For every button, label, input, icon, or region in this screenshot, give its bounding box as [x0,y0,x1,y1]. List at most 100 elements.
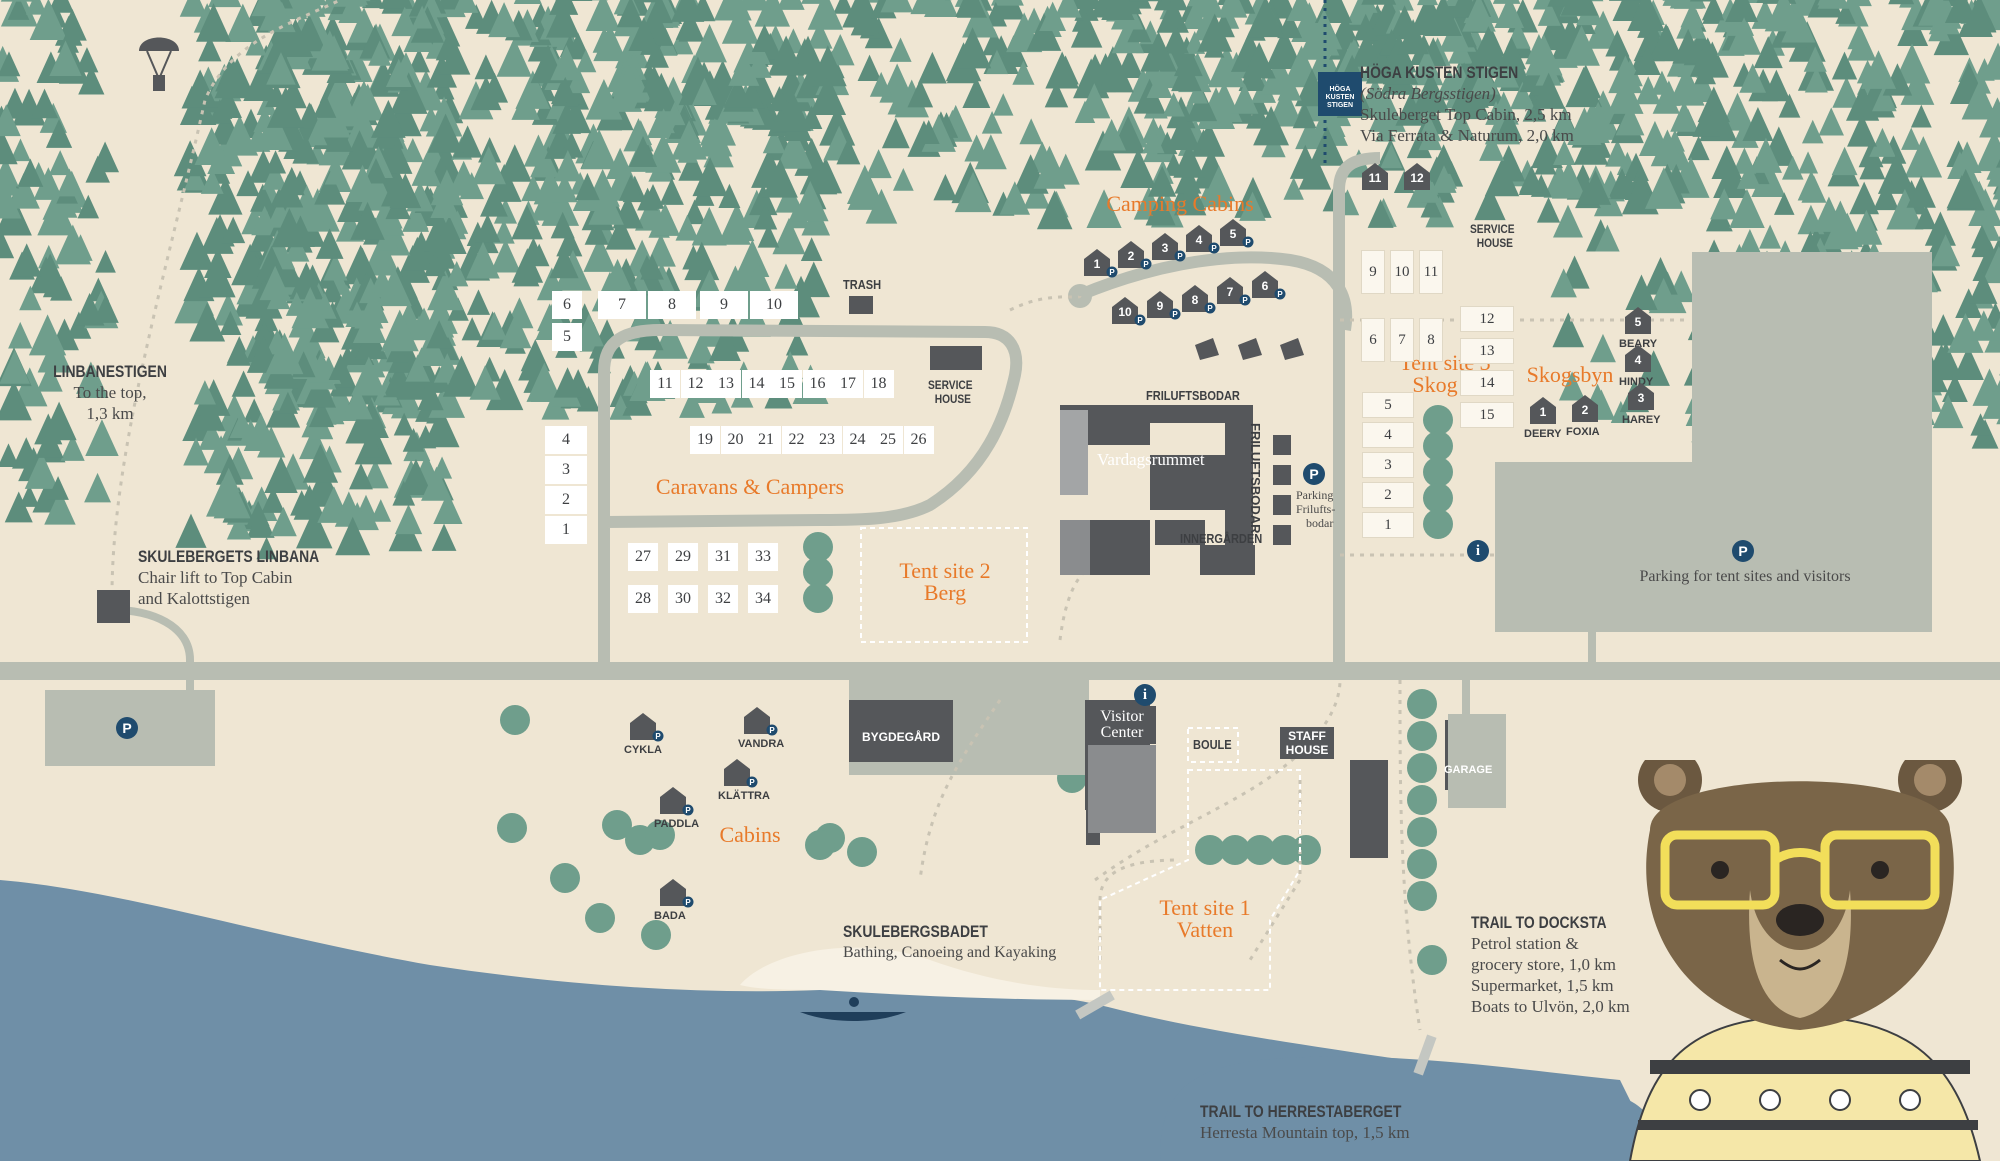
bygdegard-label[interactable]: BYGDEGÅRD [849,722,953,752]
caravan-plot[interactable]: 11 [650,370,680,398]
tree-icon [602,810,632,840]
caravan-plot[interactable]: 5 [552,323,582,351]
caravan-plot[interactable]: 23 [812,426,842,454]
parking-marker-left[interactable]: P [116,717,138,739]
caravan-plot[interactable]: 3 [545,456,587,484]
tree-icon [1650,129,1685,167]
trail-linbana[interactable]: SKULEBERGETS LINBANA Chair lift to Top C… [138,547,359,609]
svg-text:P: P [1143,260,1149,269]
caravan-plot[interactable]: 20 [720,426,751,454]
tent-plot[interactable]: 13 [1460,338,1514,364]
tent-plot[interactable]: 12 [1460,306,1514,332]
tent-plot[interactable]: 2 [1362,482,1414,508]
cabin-number: 6 [1261,279,1269,293]
tree-icon [297,102,322,129]
service-house-2-label[interactable]: SERVICE HOUSE [1470,222,1515,250]
trail-hoga-kusten[interactable]: HÖGA KUSTEN STIGEN (Södra Bergsstigen) S… [1360,63,1574,146]
service-house-1-label[interactable]: SERVICE HOUSE [928,378,973,406]
caravan-plot[interactable]: 1 [545,516,587,544]
parking-marker-visitors[interactable]: P [1732,540,1754,562]
tree-icon [1849,181,1880,215]
tent-plot[interactable]: 7 [1390,318,1414,362]
tree-icon [1835,1,1856,24]
caravan-plot[interactable]: 25 [873,426,903,454]
caravan-plot[interactable]: 16 [802,370,833,398]
tent-plot[interactable]: 8 [1419,318,1443,362]
tent-plot[interactable]: 11 [1419,250,1443,294]
caravan-plot[interactable]: 10 [750,291,798,319]
tent-plot[interactable]: 6 [1361,318,1385,362]
caravan-plot[interactable]: 6 [552,291,582,319]
cabin-icon[interactable]: 11 [1362,162,1396,197]
caravan-plot[interactable]: 14 [741,370,772,398]
caravan-plot[interactable]: 17 [833,370,863,398]
tree-icon [580,129,618,170]
tent-plot[interactable]: 4 [1362,422,1414,448]
skulebergsbadet[interactable]: SKULEBERGSBADET Bathing, Canoeing and Ka… [843,922,1056,963]
cabin-icon[interactable]: 12 [1404,162,1438,197]
tree-icon [1850,209,1883,245]
caravan-plot[interactable]: 30 [668,585,698,613]
caravan-plot[interactable]: 22 [781,426,812,454]
caravan-plot[interactable]: 29 [668,543,698,571]
tent-plot[interactable]: 3 [1362,452,1414,478]
tent-plot[interactable]: 1 [1362,512,1414,538]
tent-plot[interactable]: 5 [1362,392,1414,418]
tent-plot[interactable]: 9 [1361,250,1385,294]
caravan-plot[interactable]: 4 [545,426,587,454]
info-marker-visitor-center[interactable]: i [1134,684,1156,706]
caravan-plot[interactable]: 2 [545,486,587,514]
caravan-plot[interactable]: 19 [690,426,720,454]
tent-plot[interactable]: 10 [1390,250,1414,294]
trail-docksta[interactable]: TRAIL TO DOCKSTA Petrol station & grocer… [1471,913,1636,1017]
tree-icon [1558,371,1586,401]
caravan-plot[interactable]: 9 [700,291,748,319]
caravan-plot[interactable]: 7 [598,291,646,319]
tent-plot[interactable]: 15 [1460,402,1514,428]
caravan-plot[interactable]: 27 [628,543,658,571]
trail-herresta[interactable]: TRAIL TO HERRESTABERGET Herresta Mountai… [1200,1102,1446,1143]
visitor-center[interactable]: Visitor Center [1088,706,1156,744]
caravan-plot[interactable]: 15 [772,370,802,398]
caravan-plot[interactable]: 18 [863,370,894,398]
tree-icon [1872,84,1897,112]
caravan-plot[interactable]: 24 [842,426,873,454]
caravan-plot[interactable]: 32 [708,585,738,613]
tree-icon [411,153,442,186]
caravan-plot[interactable]: 12 [680,370,711,398]
caravan-plot[interactable]: 31 [708,543,738,571]
info-marker-east[interactable]: i [1467,540,1489,562]
caravan-plot[interactable]: 8 [648,291,696,319]
caravan-plot[interactable]: 34 [748,585,778,613]
tent-plot[interactable]: 14 [1460,370,1514,396]
caravan-plot[interactable]: 26 [903,426,934,454]
parking-marker-friluftsbodar[interactable]: P [1303,463,1325,485]
tree-icon [718,183,741,208]
caravan-plot[interactable]: 13 [711,370,741,398]
caravan-plot[interactable]: 33 [748,543,778,571]
staff-house[interactable]: STAFF HOUSE [1280,727,1334,759]
caravan-plot[interactable]: 28 [628,585,658,613]
trail-linbanestigen[interactable]: LINBANESTIGEN To the top, 1,3 km [30,362,190,424]
caravan-plot[interactable]: 21 [751,426,781,454]
